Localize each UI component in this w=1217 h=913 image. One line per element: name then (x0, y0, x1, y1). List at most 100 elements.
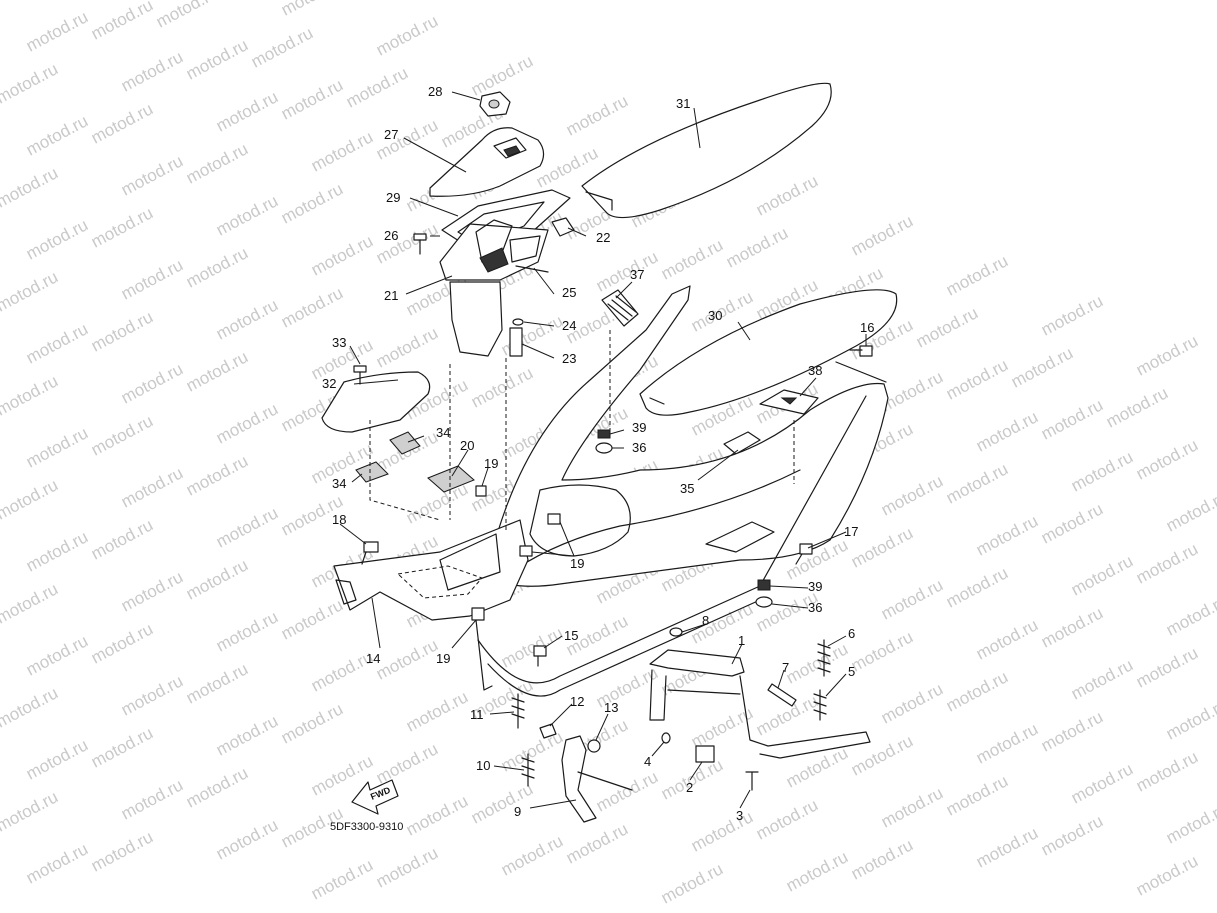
watermark-text: motod.ru (118, 47, 186, 95)
part-25-bracket (515, 265, 549, 273)
callout-11: 11 (470, 707, 484, 722)
part-13-nut (587, 739, 601, 753)
watermark-text: motod.ru (1163, 799, 1217, 847)
watermark-text: motod.ru (1133, 435, 1201, 483)
watermark-text: motod.ru (943, 563, 1011, 611)
callout-26: 26 (384, 228, 398, 243)
watermark-text: motod.ru (118, 255, 186, 303)
watermark-text: motod.ru (88, 99, 156, 147)
watermark-text: motod.ru (23, 631, 91, 679)
part-6-spring (817, 639, 831, 677)
watermark-text: motod.ru (213, 87, 281, 135)
watermark-text: motod.ru (1038, 707, 1106, 755)
watermark-text: motod.ru (213, 711, 281, 759)
watermark-text: motod.ru (278, 0, 346, 20)
watermark-text: motod.ru (563, 819, 631, 867)
callout-12: 12 (570, 694, 584, 709)
watermark-text: motod.ru (1038, 395, 1106, 443)
part-39-nut-lower (757, 579, 771, 591)
watermark-text: motod.ru (183, 243, 251, 291)
callout-19-b: 19 (570, 556, 584, 571)
part-36-washer-lower (755, 596, 773, 608)
part-27-lid (429, 127, 545, 197)
part-39-nut-upper (597, 429, 611, 439)
watermark-text: motod.ru (943, 355, 1011, 403)
callout-16: 16 (860, 320, 874, 335)
watermark-text: motod.ru (183, 555, 251, 603)
watermark-text: motod.ru (23, 319, 91, 367)
part-19-clip-a (475, 485, 487, 497)
watermark-text: motod.ru (468, 779, 536, 827)
watermark-text: motod.ru (913, 303, 981, 351)
watermark-text: motod.ru (1038, 811, 1106, 859)
part-31-side-cover (581, 82, 832, 219)
watermark-text: motod.ru (403, 791, 471, 839)
part-15-bolt (533, 645, 547, 667)
callout-39-a: 39 (632, 420, 646, 435)
watermark-text: motod.ru (373, 739, 441, 787)
watermark-text: motod.ru (943, 251, 1011, 299)
part-24-washer (512, 318, 524, 326)
part-37-pad (601, 289, 639, 327)
watermark-text: motod.ru (23, 527, 91, 575)
part-7-shaft (767, 683, 797, 707)
watermark-text: motod.ru (973, 719, 1041, 767)
watermark-text: motod.ru (118, 151, 186, 199)
watermark-text: motod.ru (848, 835, 916, 883)
watermark-text: motod.ru (183, 347, 251, 395)
watermark-text: motod.ru (278, 179, 346, 227)
part-14-floor-panel (333, 519, 529, 621)
watermark-text: motod.ru (1068, 655, 1136, 703)
watermark-text: motod.ru (1133, 331, 1201, 379)
watermark-text: motod.ru (973, 407, 1041, 455)
part-36-washer-upper (595, 442, 613, 454)
part-19-clip-d (471, 607, 485, 621)
callout-13: 13 (604, 700, 618, 715)
callout-31: 31 (676, 96, 690, 111)
watermark-text: motod.ru (1133, 539, 1201, 587)
callout-10: 10 (476, 758, 490, 773)
callout-39-b: 39 (808, 579, 822, 594)
watermark-text: motod.ru (403, 687, 471, 735)
watermark-text: motod.ru (373, 635, 441, 683)
watermark-text: motod.ru (373, 843, 441, 891)
watermark-text: motod.ru (848, 627, 916, 675)
watermark-text: motod.ru (498, 831, 566, 879)
callout-34-a: 34 (436, 425, 450, 440)
part-19-clip-c (519, 545, 533, 557)
callout-29: 29 (386, 190, 400, 205)
watermark-text: motod.ru (213, 191, 281, 239)
watermark-text: motod.ru (88, 0, 156, 44)
watermark-text: motod.ru (1133, 643, 1201, 691)
part-32-cover (321, 371, 431, 433)
watermark-text: motod.ru (468, 51, 536, 99)
callout-27: 27 (384, 127, 398, 142)
part-23-collar (509, 327, 523, 357)
part-main-body-cover (489, 285, 889, 587)
watermark-text: motod.ru (248, 23, 316, 71)
watermark-text: motod.ru (1008, 343, 1076, 391)
leader-lines (339, 91, 867, 809)
part-1-main-stand (649, 649, 871, 759)
watermark-text: motod.ru (88, 827, 156, 875)
callout-24: 24 (562, 318, 576, 333)
watermark-text: motod.ru (0, 371, 61, 419)
watermark-text: motod.ru (0, 59, 61, 107)
watermark-text: motod.ru (878, 679, 946, 727)
fwd-arrow-icon: FWD (351, 779, 399, 815)
part-16-screw (849, 345, 873, 357)
callout-28: 28 (428, 84, 442, 99)
callout-14: 14 (366, 651, 380, 666)
callout-9: 9 (514, 804, 521, 819)
watermark-text: motod.ru (278, 283, 346, 331)
watermark-text: motod.ru (973, 511, 1041, 559)
watermark-text: motod.ru (88, 723, 156, 771)
callout-4: 4 (644, 754, 651, 769)
watermark-text: motod.ru (118, 359, 186, 407)
callout-labels: 1 2 3 4 5 6 7 8 9 10 11 12 13 14 15 16 1… (322, 84, 874, 823)
watermark-text: motod.ru (0, 475, 61, 523)
watermark-text: motod.ru (878, 575, 946, 623)
watermark-text: motod.ru (118, 775, 186, 823)
watermark-text: motod.ru (1133, 851, 1201, 899)
watermark-text: motod.ru (0, 267, 61, 315)
